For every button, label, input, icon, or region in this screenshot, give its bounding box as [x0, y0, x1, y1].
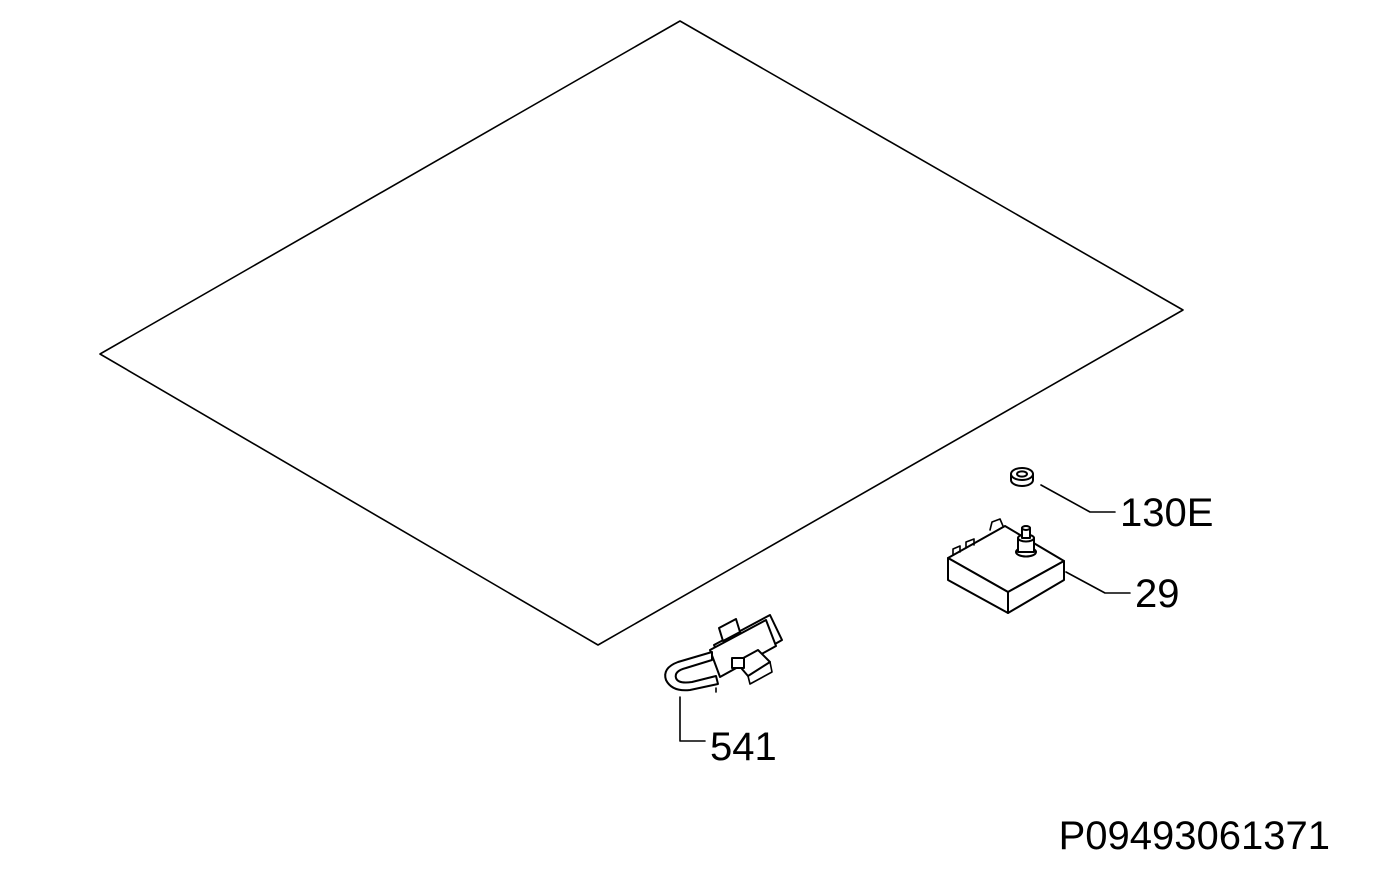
switch-block-icon	[947, 518, 1065, 614]
washer-leader-line	[1040, 484, 1116, 513]
washer-icon	[1010, 467, 1034, 487]
callout-541: 541	[710, 725, 777, 769]
callout-130e: 130E	[1120, 491, 1213, 535]
lamp-holder-leader-line	[679, 696, 706, 742]
switch-leader-line	[1065, 571, 1131, 594]
drawing-number: P09493061371	[1059, 814, 1330, 858]
callout-29: 29	[1135, 572, 1180, 616]
glass-panel-icon	[99, 20, 1184, 646]
lamp-holder-icon	[664, 614, 783, 693]
